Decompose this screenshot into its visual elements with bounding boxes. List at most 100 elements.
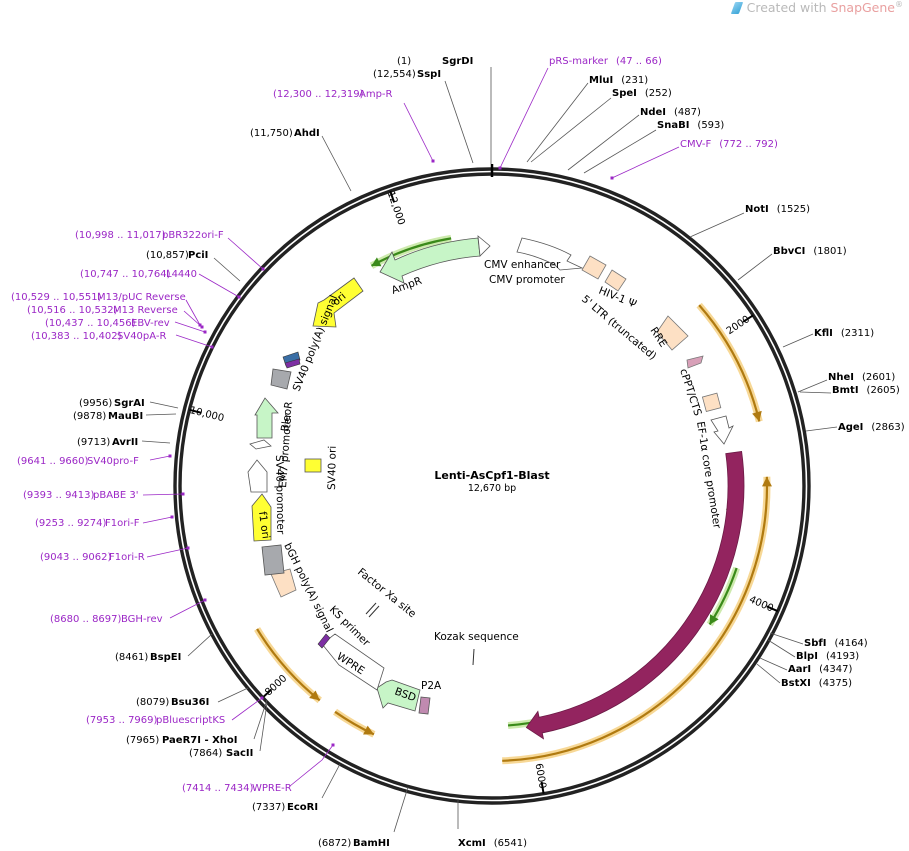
site-f1ori-r[interactable]: (9043 .. 9062)F1ori-R bbox=[40, 552, 145, 563]
leader-bstxi bbox=[756, 663, 781, 684]
wpre-shape[interactable] bbox=[321, 633, 385, 691]
site-pbluescriptks[interactable]: (7953 .. 7969)pBluescriptKS bbox=[86, 715, 225, 726]
site-pos-aari: (4347) bbox=[819, 664, 852, 675]
site-l4440[interactable]: (10,747 .. 10,764)L4440 bbox=[80, 269, 197, 280]
site-ndei[interactable]: NdeI(487) bbox=[640, 107, 701, 118]
site-bmti[interactable]: BmtI(2605) bbox=[832, 385, 900, 396]
hiv1-psi-shape[interactable] bbox=[581, 255, 607, 280]
svg-text:(11,750)AhdI: (11,750)AhdI bbox=[250, 128, 320, 139]
site-paer7i[interactable]: (7965)PaeR7I - XhoI bbox=[126, 735, 238, 746]
f1-ori-shape[interactable] bbox=[251, 493, 272, 542]
site-sgrdi[interactable]: (1)SgrDI bbox=[397, 56, 473, 67]
site-avrii[interactable]: (9713)AvrII bbox=[77, 437, 138, 448]
sv40-polya-shape[interactable] bbox=[270, 368, 292, 390]
snapgene-watermark: Created with SnapGene® bbox=[730, 0, 903, 15]
svg-text:(10,998 .. 11,017)pBR322ori-F: (10,998 .. 11,017)pBR322ori-F bbox=[75, 230, 224, 241]
leader-bmti bbox=[799, 391, 832, 394]
bleor-shape[interactable] bbox=[254, 397, 279, 439]
site-bstxi[interactable]: BstXI(4375) bbox=[781, 678, 852, 689]
site-pos-f1ori-f: (9253 .. 9274) bbox=[35, 518, 107, 529]
factor-xa-shape[interactable] bbox=[365, 602, 377, 615]
site-name-blpi: BlpI bbox=[796, 651, 818, 662]
cmv-enhancer-shape[interactable] bbox=[516, 237, 584, 271]
site-pos-bstxi: (4375) bbox=[819, 678, 852, 689]
ori-shape[interactable] bbox=[312, 277, 364, 328]
site-name-pbluescriptks: pBluescriptKS bbox=[156, 715, 225, 726]
site-m13-reverse[interactable]: (10,516 .. 10,532)M13 Reverse bbox=[27, 305, 178, 316]
cppt-box-shape[interactable] bbox=[701, 392, 722, 413]
site-pcii[interactable]: (10,857)PciI bbox=[146, 250, 208, 261]
site-f1ori-f[interactable]: (9253 .. 9274)F1ori-F bbox=[35, 518, 140, 529]
label-cppt: cPPT/CTS bbox=[677, 367, 704, 417]
site-sbfi[interactable]: SbfI(4164) bbox=[804, 638, 868, 649]
site-cmv-f[interactable]: CMV-F(772 .. 792) bbox=[680, 139, 778, 150]
site-pos-bbvci: (1801) bbox=[813, 246, 846, 257]
site-noti[interactable]: NotI(1525) bbox=[745, 204, 810, 215]
orf-arc-7-arrow-icon bbox=[371, 257, 382, 267]
site-bsu36i[interactable]: (8079)Bsu36I bbox=[136, 697, 209, 708]
site-prs-marker[interactable]: pRS-marker(47 .. 66) bbox=[549, 56, 662, 67]
site-nhei[interactable]: NheI(2601) bbox=[828, 372, 895, 383]
site-snabi[interactable]: SnaBI(593) bbox=[657, 120, 724, 131]
site-aari[interactable]: AarI(4347) bbox=[788, 664, 852, 675]
ascpf1-shape[interactable] bbox=[525, 450, 745, 740]
label-cmv-enhancer: CMV enhancer bbox=[484, 259, 561, 271]
ks-primer-shape[interactable] bbox=[317, 633, 331, 649]
site-wpre-r[interactable]: (7414 .. 7434)WPRE-R bbox=[182, 783, 292, 794]
ltr-shape[interactable] bbox=[604, 269, 627, 292]
site-name-spei: SpeI bbox=[612, 88, 637, 99]
site-spei[interactable]: SpeI(252) bbox=[612, 88, 672, 99]
rre-shape[interactable] bbox=[656, 315, 689, 351]
label-cmv-promoter: CMV promoter bbox=[489, 274, 565, 286]
svg-text:BstXI(4375): BstXI(4375) bbox=[781, 678, 852, 689]
site-m13puc-reverse[interactable]: (10,529 .. 10,551)M13/pUC Reverse bbox=[11, 292, 186, 303]
site-bamhi[interactable]: (6872)BamHI bbox=[318, 838, 390, 849]
label-sv40-ori: SV40 ori bbox=[326, 446, 339, 490]
kozak-shape[interactable] bbox=[472, 648, 475, 666]
site-sv40pa-r[interactable]: (10,383 .. 10,402)SV40pA-R bbox=[31, 331, 166, 342]
leader-mlui bbox=[526, 82, 589, 163]
svg-text:(10,747 .. 10,764)L4440: (10,747 .. 10,764)L4440 bbox=[80, 269, 197, 280]
scale-label-10000: 10,000 bbox=[188, 405, 225, 424]
site-ahdi[interactable]: (11,750)AhdI bbox=[250, 128, 320, 139]
site-pbr322ori-f[interactable]: (10,998 .. 11,017)pBR322ori-F bbox=[75, 230, 224, 241]
sv40-ori-shape[interactable] bbox=[304, 458, 322, 473]
leader-maubi bbox=[145, 413, 177, 416]
site-xcmi[interactable]: XcmI(6541) bbox=[458, 838, 527, 849]
site-sgrai[interactable]: (9956)SgrAI bbox=[79, 398, 145, 409]
sv40-polya-box-shape[interactable] bbox=[261, 544, 285, 576]
cppt-shape[interactable] bbox=[686, 355, 704, 369]
site-bbvci[interactable]: BbvCI(1801) bbox=[773, 246, 847, 257]
leader-m13puc-reverse bbox=[185, 299, 201, 326]
site-agei[interactable]: AgeI(2863) bbox=[838, 422, 905, 433]
svg-text:pRS-marker(47 .. 66): pRS-marker(47 .. 66) bbox=[549, 56, 662, 67]
em7-promoter-shape[interactable] bbox=[249, 439, 272, 450]
site-ecori[interactable]: (7337)EcoRI bbox=[252, 802, 318, 813]
ampr-shape[interactable] bbox=[379, 237, 481, 284]
leader-ecori bbox=[321, 763, 341, 799]
site-kfli[interactable]: KflI(2311) bbox=[814, 328, 874, 339]
site-sv40pro-f[interactable]: (9641 .. 9660)SV40pro-F bbox=[17, 456, 139, 467]
site-sacii[interactable]: (7864)SacII bbox=[189, 748, 253, 759]
p2a-shape[interactable] bbox=[418, 696, 431, 715]
site-name-sacii: SacII bbox=[226, 748, 253, 759]
site-blpi[interactable]: BlpI(4193) bbox=[796, 651, 859, 662]
sv40-promoter-shape[interactable] bbox=[247, 459, 268, 493]
site-bgh-rev[interactable]: (8680 .. 8697)BGH-rev bbox=[50, 614, 163, 625]
ampr-promoter-shape[interactable] bbox=[477, 235, 491, 257]
orf-arc-1[interactable] bbox=[698, 304, 761, 422]
site-ebv-rev[interactable]: (10,437 .. 10,456)EBV-rev bbox=[45, 318, 170, 329]
site-pbabe3[interactable]: (9393 .. 9413)pBABE 3' bbox=[23, 490, 139, 501]
site-mlui[interactable]: MluI(231) bbox=[589, 75, 648, 86]
bsd-shape[interactable] bbox=[376, 679, 421, 712]
orf-arc-2[interactable] bbox=[502, 476, 769, 762]
site-sspi[interactable]: (12,554)SspI bbox=[373, 69, 441, 80]
site-amp-r[interactable]: (12,300 .. 12,319)Amp-R bbox=[273, 89, 393, 100]
site-name-ebv-rev: EBV-rev bbox=[131, 318, 170, 329]
site-bspei[interactable]: (8461)BspEI bbox=[115, 652, 181, 663]
site-maubi[interactable]: (9878)MauBI bbox=[73, 411, 143, 422]
ef1a-shape[interactable] bbox=[710, 415, 734, 445]
svg-text:(1)SgrDI: (1)SgrDI bbox=[397, 56, 473, 67]
leader-blpi bbox=[767, 639, 796, 658]
